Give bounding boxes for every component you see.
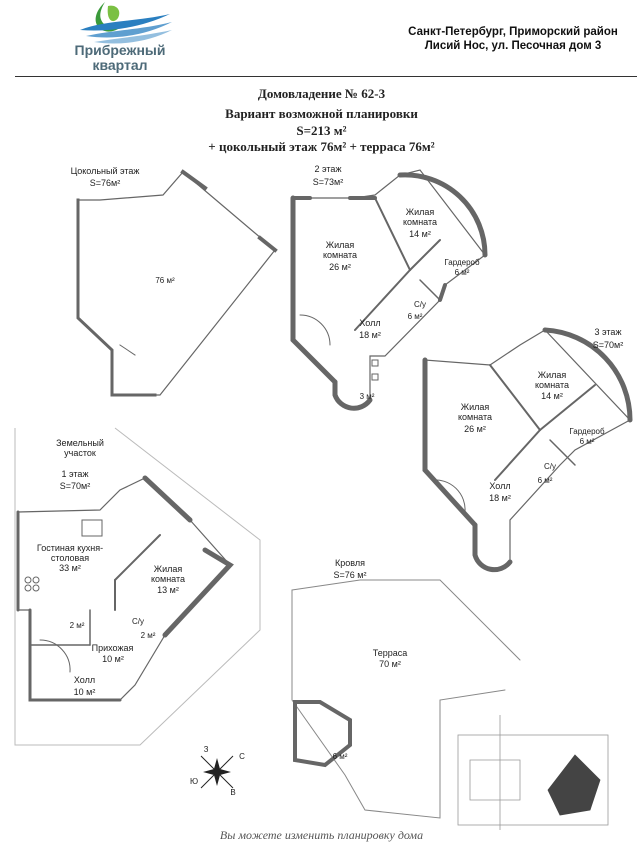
basement-plan [76,169,278,397]
floor1-room-bathroom-area: 2 м² [140,631,156,640]
site-outline [14,427,261,746]
floor3-room-hall: Холл [489,481,511,491]
floor3-area: S=70м² [592,340,624,350]
floor2-room-living-2: Жилая комната [402,207,438,227]
roof-stair-area: 6 м² [332,752,348,761]
compass-south: Ю [189,777,199,786]
brand-name-line2: квартал [92,57,148,73]
footer-note: Вы можете изменить планировку дома [219,828,424,842]
basement-area: S=76м² [89,178,121,188]
floor2-room-small-area: 3 м² [359,392,375,401]
floor1-room-bedroom: Жилая комната [150,564,186,584]
logo-graphic [80,2,172,44]
floor1-room-living-kitchen-area: 33 м² [59,563,81,573]
floor2-room-wardrobe-area: 6 м² [454,268,470,277]
floor3-room-bathroom-area: 6 м² [537,476,553,485]
floor2-room-hall: Холл [359,318,381,328]
header-divider [15,76,637,77]
compass-west: З [203,745,209,754]
floor1-room-bathroom: С/у [132,617,144,626]
floor3-room-living-2-area: 14 м² [541,391,563,401]
floor3-plan [422,327,633,573]
floor3-room-living-2: Жилая комната [534,370,570,390]
floor1-room-closet-area: 2 м² [69,621,85,630]
floor1-room-hall-area: 10 м² [73,687,96,697]
floor2-room-living-1: Жилая комната [322,240,358,260]
heading-title: Домовладение № 62-3 [257,86,386,101]
floor2-room-bathroom-area: 6 м² [407,312,423,321]
floor3-room-wardrobe-area: 6 м² [579,437,595,446]
floor2-plan [290,169,488,411]
floor1-plan [16,475,234,702]
roof-title: Кровля [335,558,365,568]
floor3-room-bathroom: С/у [544,462,556,471]
heading-extra: + цокольный этаж 76м² + терраса 76м² [208,139,435,154]
floor1-room-entrance-area: 10 м² [102,654,124,664]
floor2-room-living-2-area: 14 м² [409,229,431,239]
terrace-area: 70 м² [379,659,401,669]
heading-area: S=213 м² [296,123,347,138]
floor2-title: 2 этаж [314,164,342,174]
floor2-room-hall-area: 18 м² [359,330,381,340]
floor2-room-bathroom: С/у [414,300,426,309]
floor2-room-wardrobe: Гардероб [444,258,480,267]
floor1-room-entrance: Прихожая [91,643,134,653]
address-line1: Санкт-Петербург, Приморский район [408,26,618,38]
roof-area: S=76 м² [333,570,367,580]
compass-east: В [230,788,236,797]
floor1-room-hall: Холл [73,675,96,685]
brand-name-line1: Прибрежный [74,42,166,58]
heading-subtitle: Вариант возможной планировки [225,106,418,121]
floor3-title: 3 этаж [594,327,622,337]
site-thumbnail [457,715,609,830]
floor2-room-living-1-area: 26 м² [329,262,351,272]
floor3-room-hall-area: 18 м² [489,493,511,503]
floor1-room-living-kitchen: Гостиная кухня-столовая [36,543,104,563]
floor1-site: Земельный участок [56,438,104,458]
floor1-room-bedroom-area: 13 м² [157,585,179,595]
address-line2: Лисий Нос, ул. Песочная дом 3 [424,40,602,52]
compass-north: С [239,752,245,761]
roof-plan [291,579,521,819]
floor3-room-wardrobe: Гардероб [569,427,605,436]
floor2-area: S=73м² [312,177,344,187]
floor3-room-living-1-area: 26 м² [464,424,486,434]
compass-rose [200,755,234,789]
basement-title: Цокольный этаж [70,166,140,176]
floor1-title: 1 этаж [61,469,89,479]
logo: Прибрежный квартал [60,0,180,76]
terrace-name: Терраса [372,648,408,658]
floor1-area: S=70м² [59,481,91,491]
floor3-room-living-1: Жилая комната [457,402,493,422]
basement-room-area: 76 м² [155,276,175,285]
